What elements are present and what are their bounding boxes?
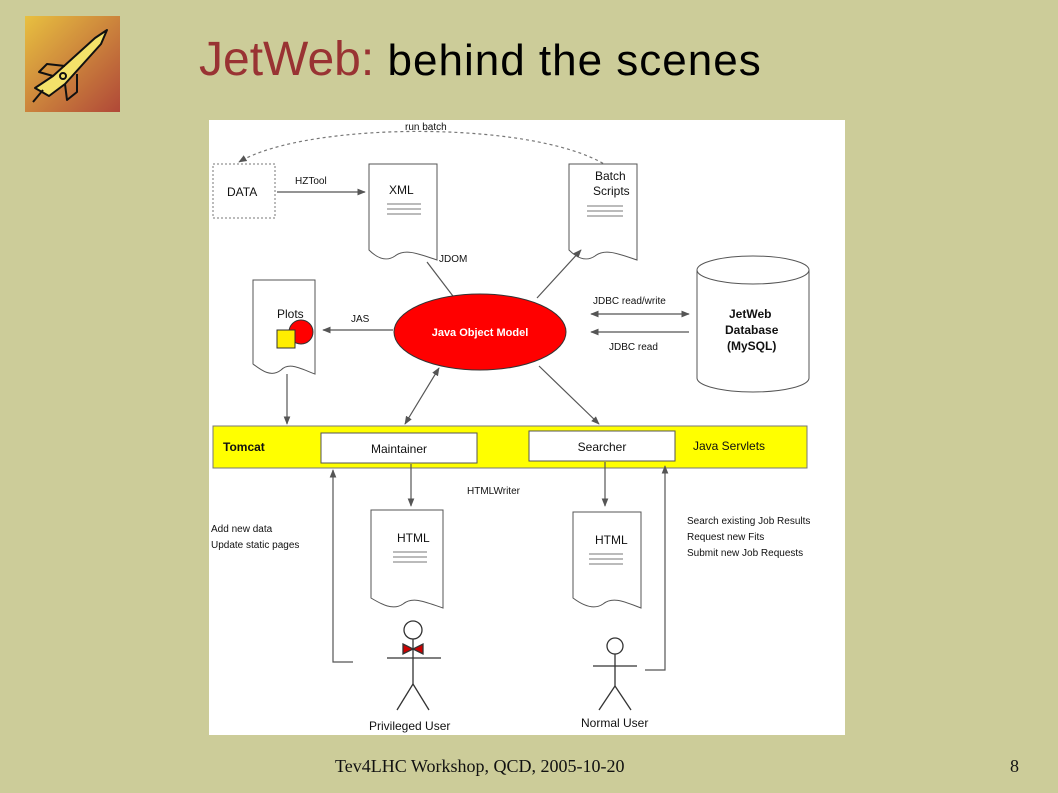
db-label-line1: JetWeb [729, 307, 771, 321]
plots-document: Plots [252, 279, 316, 375]
java-servlets-label: Java Servlets [693, 439, 765, 453]
normal-user-label: Normal User [581, 716, 648, 730]
html-left-label: HTML [397, 531, 430, 545]
db-label-line2: Database [725, 323, 779, 337]
tomcat-label: Tomcat [223, 440, 265, 454]
title-brand: JetWeb: [199, 33, 375, 86]
batch-scripts-document: Batch Scripts [568, 163, 638, 261]
servlet-bar: Tomcat Maintainer Searcher Java Servlets [212, 425, 808, 469]
html-document-right: HTML [572, 511, 642, 609]
xml-document: XML [368, 163, 438, 261]
normal-user-figure [593, 637, 637, 711]
left-action-1: Add new data [211, 524, 273, 535]
xml-label: XML [389, 183, 414, 197]
html-document-left: HTML [370, 509, 444, 609]
batch-label-line1: Batch [595, 169, 626, 183]
title-subtitle: behind the scenes [387, 36, 762, 85]
jetweb-database: JetWeb Database (MySQL) [696, 255, 810, 393]
slide-footer: Tev4LHC Workshop, QCD, 2005-10-20 [335, 756, 625, 776]
right-action-1: Search existing Job Results [687, 516, 810, 527]
privileged-user-label: Privileged User [369, 719, 450, 733]
db-label-line3: (MySQL) [727, 339, 776, 353]
run-batch-label: run batch [405, 122, 447, 133]
jdbc-rw-label: JDBC read/write [593, 296, 666, 307]
data-box: DATA [212, 163, 276, 219]
html-right-label: HTML [595, 533, 628, 547]
page-number: 8 [1010, 756, 1019, 776]
right-action-3: Submit new Job Requests [687, 548, 803, 559]
searcher-box [528, 430, 676, 462]
page-title: JetWeb: behind the scenes [199, 36, 762, 84]
object-model-label: Java Object Model [432, 327, 529, 339]
plots-label: Plots [277, 307, 304, 321]
batch-label-line2: Scripts [593, 184, 630, 198]
rocket-logo-icon [25, 16, 120, 112]
maintainer-box [320, 432, 478, 464]
jdbc-r-label: JDBC read [609, 342, 658, 353]
right-action-2: Request new Fits [687, 532, 764, 543]
hztool-label: HZTool [295, 176, 327, 187]
left-action-2: Update static pages [211, 540, 299, 551]
architecture-diagram: run batch DATA HZTool XML Batch Scripts … [209, 120, 845, 735]
run-batch-arrow [238, 130, 614, 171]
java-object-model: Java Object Model [393, 293, 567, 371]
jas-label: JAS [351, 314, 370, 325]
data-box-label: DATA [227, 185, 257, 199]
maintainer-label: Maintainer [371, 442, 427, 456]
privileged-user-figure [387, 620, 441, 711]
searcher-label: Searcher [578, 440, 627, 454]
jdom-label: JDOM [439, 254, 467, 265]
htmlwriter-label: HTMLWriter [467, 486, 521, 497]
